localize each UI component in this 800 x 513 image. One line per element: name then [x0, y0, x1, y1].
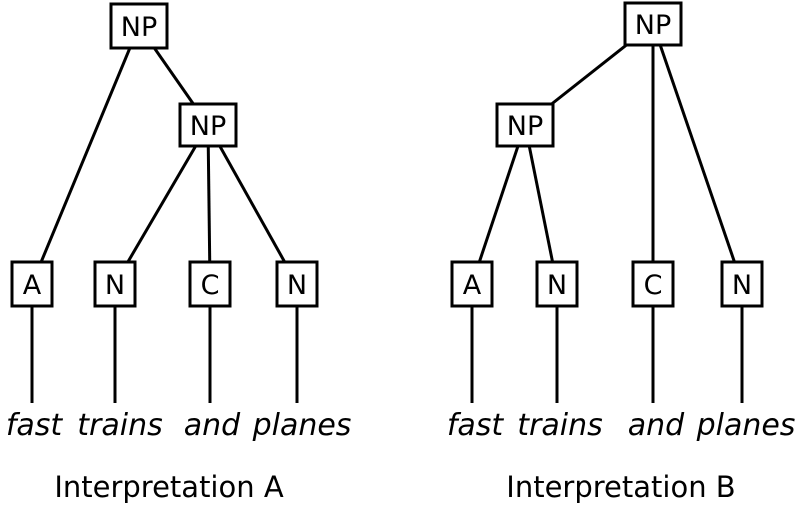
node-box-np_root: [623, 1, 683, 47]
caption-interpretation-b: Interpretation B: [506, 470, 736, 504]
tree-edge-np_root-n2: [651, 23, 744, 285]
word-label-planes: planes: [696, 408, 796, 443]
tree-edge-np_inner-c: [206, 124, 212, 285]
node-box-c: [631, 260, 675, 308]
node-box-n2: [275, 260, 319, 308]
node-box-a: [450, 260, 494, 308]
caption-interpretation-a: Interpretation A: [54, 470, 284, 504]
node-box-np_root: [109, 2, 169, 50]
node-label-np_inner: NP: [507, 111, 543, 142]
word-label-planes: planes: [252, 408, 352, 443]
node-label-n2: N: [287, 270, 307, 301]
node-box-np_inner: [495, 102, 555, 148]
tree-edge-np_root-a: [30, 25, 141, 285]
node-label-np_root: NP: [121, 12, 157, 43]
tree-edge-np_inner-n1: [523, 124, 559, 285]
node-box-a: [10, 260, 54, 308]
node-label-np_inner: NP: [190, 111, 226, 142]
tree-edge-np_inner-n2: [206, 124, 299, 285]
node-box-n1: [93, 260, 137, 308]
word-label-fast: fast: [6, 408, 64, 443]
node-label-a: A: [463, 270, 482, 301]
node-label-c: C: [201, 270, 220, 301]
node-box-n2: [720, 260, 764, 308]
word-label-trains: trains: [77, 408, 162, 443]
tree-edge-np_inner-a: [470, 124, 527, 285]
node-label-n2: N: [732, 270, 752, 301]
node-box-np_inner: [178, 102, 238, 148]
word-label-and: and: [628, 408, 685, 443]
tree-edge-np_inner-n1: [113, 124, 210, 285]
word-label-and: and: [184, 408, 241, 443]
node-label-n1: N: [105, 270, 125, 301]
node-label-a: A: [23, 270, 42, 301]
node-label-n1: N: [547, 270, 567, 301]
node-box-n1: [535, 260, 579, 308]
word-label-fast: fast: [447, 408, 505, 443]
word-label-trains: trains: [517, 408, 602, 443]
node-label-np_root: NP: [635, 10, 671, 41]
node-label-c: C: [644, 270, 663, 301]
node-box-c: [188, 260, 232, 308]
